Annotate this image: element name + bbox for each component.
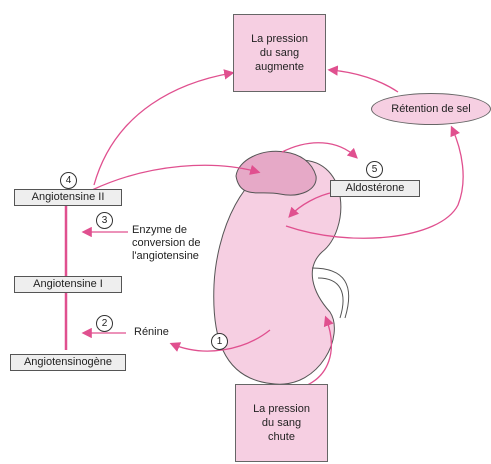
angiotensin-ii-box: Angiotensine II [14,189,122,206]
enzyme-label: Enzyme de conversion de l'angiotensine [132,224,201,263]
salt-retention-label: Rétention de sel [391,103,471,116]
angiotensin-i-label: Angiotensine I [33,278,103,290]
pressure-up-line-3: augmente [251,60,308,74]
pressure-down-line-2: du sang [253,416,310,430]
enzyme-line-3: l'angiotensine [132,250,201,263]
angiotensin-i-box: Angiotensine I [14,276,122,293]
angiotensinogen-box: Angiotensinogène [10,354,126,371]
step-3-marker: 3 [96,212,113,229]
aldosterone-box: Aldostérone [330,180,420,197]
adrenal-gland [236,151,316,195]
pressure-down-box: La pression du sang chute [235,384,328,462]
pressure-up-box: La pression du sang augmente [233,14,326,92]
arrow-angiotensin-ii-to-adrenal [92,165,258,190]
step-5-marker: 5 [366,161,383,178]
enzyme-line-2: conversion de [132,237,201,250]
angiotensin-ii-label: Angiotensine II [32,191,105,203]
salt-retention-ellipse: Rétention de sel [371,93,491,125]
renin-label: Rénine [134,326,169,339]
enzyme-line-1: Enzyme de [132,224,201,237]
arrow-retention-to-pressure-up [330,70,398,92]
step-4-marker: 4 [60,172,77,189]
step-2-marker: 2 [96,315,113,332]
pressure-down-line-1: La pression [253,402,310,416]
pressure-down-line-3: chute [253,430,310,444]
pressure-up-line-1: La pression [251,32,308,46]
pressure-up-line-2: du sang [251,46,308,60]
step-1-marker: 1 [211,333,228,350]
angiotensinogen-label: Angiotensinogène [24,356,112,368]
aldosterone-label: Aldostérone [346,182,405,194]
